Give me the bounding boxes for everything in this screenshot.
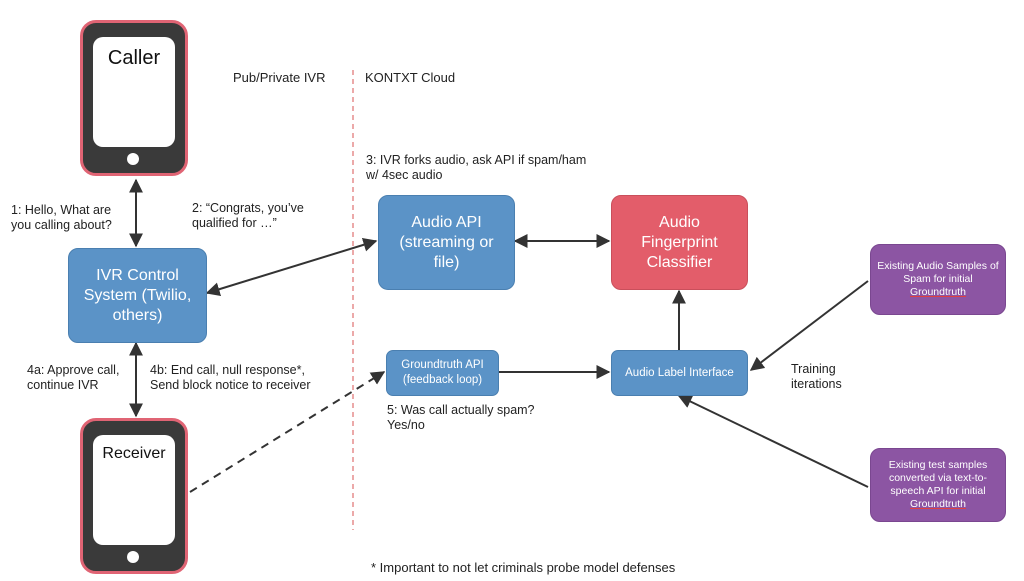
step-4a-line-1: 4a: Approve call, [27,363,120,377]
step-4b-line-1: 4b: End call, null response*, [150,363,305,377]
step-3-line-1: 3: IVR forks audio, ask API if spam/ham [366,153,587,167]
step-2-line-2: qualified for …” [192,216,277,230]
classifier-box: Audio Fingerprint Classifier [611,195,748,290]
step-4b-label: 4b: End call, null response*, Send block… [150,363,311,393]
training-label: Training iterations [791,362,842,392]
label-interface-box: Audio Label Interface [611,350,748,396]
label-interface-text: Audio Label Interface [625,367,734,379]
ivr-control-box: IVR Control System (Twilio, others) [68,248,207,343]
step-1-line-2: you calling about? [11,218,112,232]
test-samples-box: Existing test samples converted via text… [870,448,1006,522]
footnote: * Important to not let criminals probe m… [371,560,676,575]
audio-api-line-1: Audio API [411,213,482,231]
section-label-ivr: Pub/Private IVR [233,70,326,85]
audio-api-line-3: file) [433,253,460,271]
step-3-line-2: w/ 4sec audio [366,168,443,182]
step-5-label: 5: Was call actually spam? Yes/no [387,403,535,433]
spam-samples-line-2: Spam for initial [903,273,973,285]
caller-label: Caller [107,47,161,69]
step-2-line-1: 2: “Congrats, you’ve [192,201,304,215]
caller-phone: Caller [80,20,188,176]
step-3-label: 3: IVR forks audio, ask API if spam/ham … [366,153,586,183]
classifier-line-1: Audio [659,213,700,231]
receiver-groundtruth-arrow [189,371,386,493]
home-button [127,153,139,165]
test-samples-arrow [677,395,869,488]
spam-samples-line-3: Groundtruth [909,286,967,298]
step-2-label: 2: “Congrats, you’ve qualified for …” [192,201,304,231]
test-samples-line-1: Existing test samples [888,459,988,471]
step-5-line-2: Yes/no [387,418,425,432]
step-1-label: 1: Hello, What are you calling about? [11,203,112,233]
classifier-line-3: Classifier [646,253,713,271]
step-1-line-1: 1: Hello, What are [11,203,112,217]
groundtruth-line-2: (feedback loop) [402,374,483,386]
step-4a-line-2: continue IVR [27,378,99,392]
section-label-cloud: KONTXT Cloud [365,70,456,85]
phone-screen: Caller [93,37,175,147]
spam-samples-box: Existing Audio Samples of Spam for initi… [870,244,1006,315]
phone-screen: Receiver [93,435,175,545]
audio-api-line-2: (streaming or [399,233,494,251]
classifier-line-2: Fingerprint [641,233,718,251]
receiver-phone: Receiver [80,418,188,574]
ivr-line-3: others) [112,306,163,324]
step-5-line-1: 5: Was call actually spam? [387,403,535,417]
home-button [127,551,139,563]
ivr-audioapi-arrow [205,238,378,296]
groundtruth-api-box: Groundtruth API (feedback loop) [386,350,499,396]
spam-samples-arrow [749,280,869,371]
step-4a-label: 4a: Approve call, continue IVR [27,363,119,393]
ivr-line-1: IVR Control [96,266,179,284]
training-line-2: iterations [791,377,842,391]
groundtruth-line-1: Groundtruth API [401,359,484,371]
test-samples-line-2: converted via text-to- [888,472,988,484]
ivr-line-2: System (Twilio, [83,286,192,304]
test-samples-line-3: speech API for initial [890,485,986,497]
test-samples-line-4: Groundtruth [909,498,967,510]
receiver-label: Receiver [102,445,166,462]
training-line-1: Training [791,362,836,376]
step-4b-line-2: Send block notice to receiver [150,378,311,392]
audio-api-box: Audio API (streaming or file) [378,195,515,290]
spam-samples-line-1: Existing Audio Samples of [877,260,999,272]
